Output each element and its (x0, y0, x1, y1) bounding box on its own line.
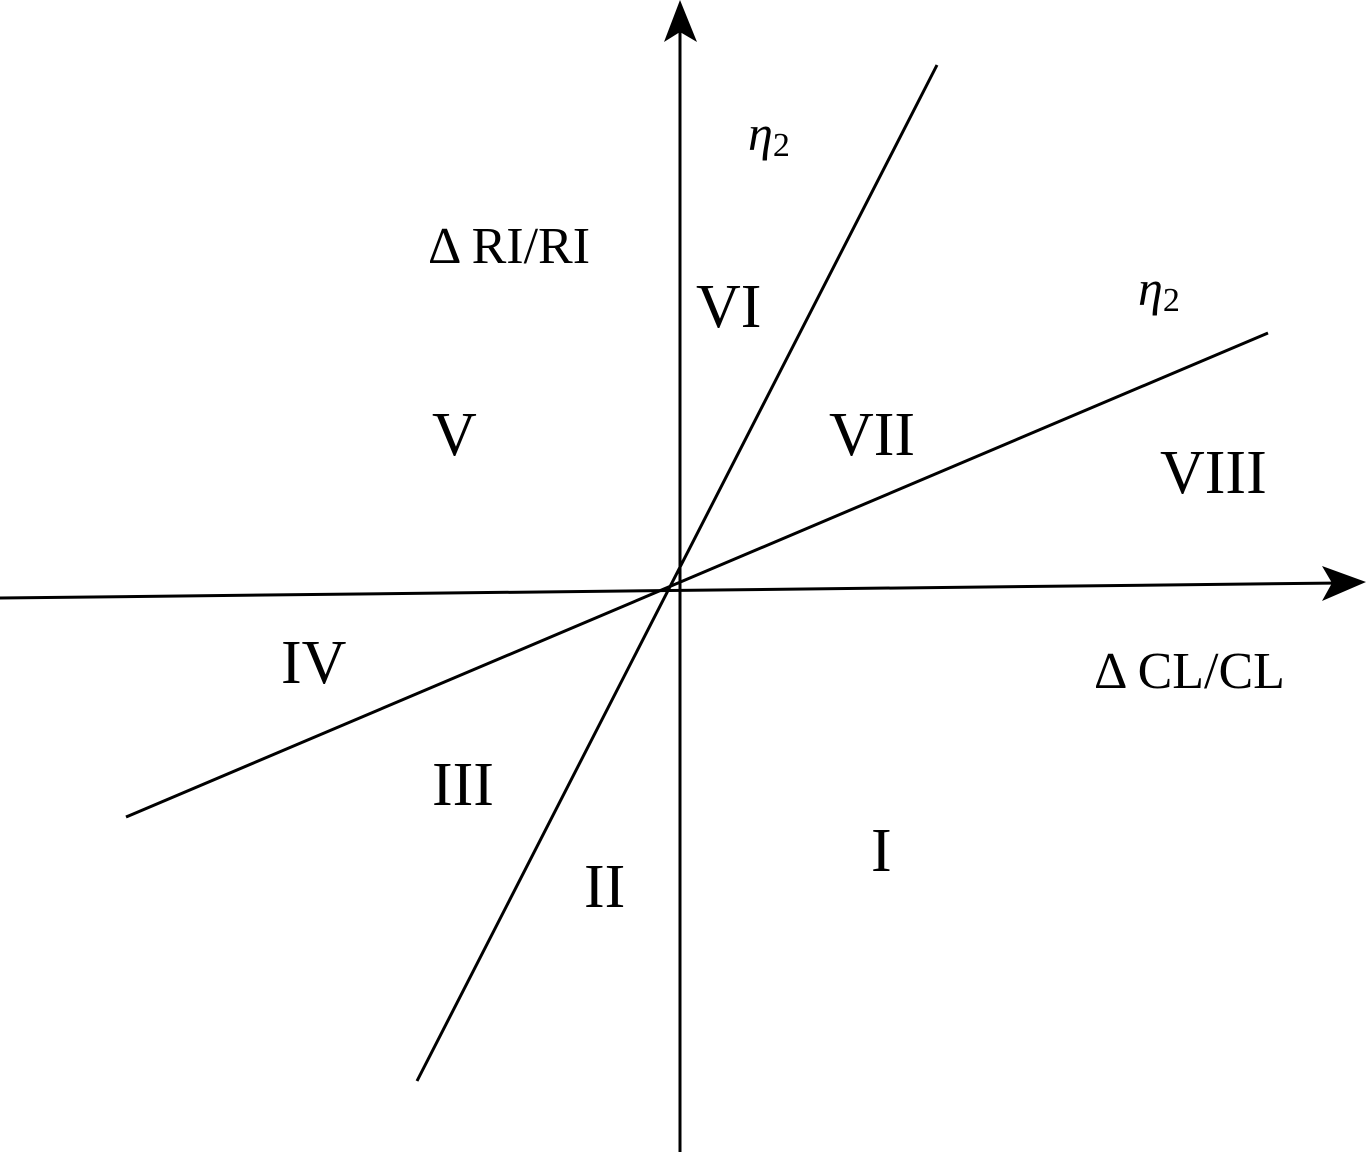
eta2-steep-label: η2 (748, 105, 790, 164)
region-label-v: V (432, 401, 477, 469)
eta2-shallow-label: η2 (1138, 260, 1180, 319)
region-label-iv: IV (281, 629, 347, 697)
region-label-viii: VIII (1160, 439, 1267, 507)
eta2-shallow-line (125, 331, 1269, 819)
region-label-ii: II (584, 853, 625, 921)
x-axis-arrowhead (1322, 566, 1366, 601)
region-label-iii: III (432, 751, 494, 819)
x-axis-label: Δ CL/CL (1094, 643, 1285, 700)
region-label-vii: VII (829, 401, 915, 469)
region-label-vi: VI (696, 273, 761, 341)
y-axis-label: Δ RI/RI (428, 218, 590, 275)
x-axis (0, 581, 1343, 600)
y-axis-arrowhead (664, 0, 697, 42)
eta2-steep-line (415, 64, 939, 1082)
region-label-i: I (871, 817, 892, 885)
